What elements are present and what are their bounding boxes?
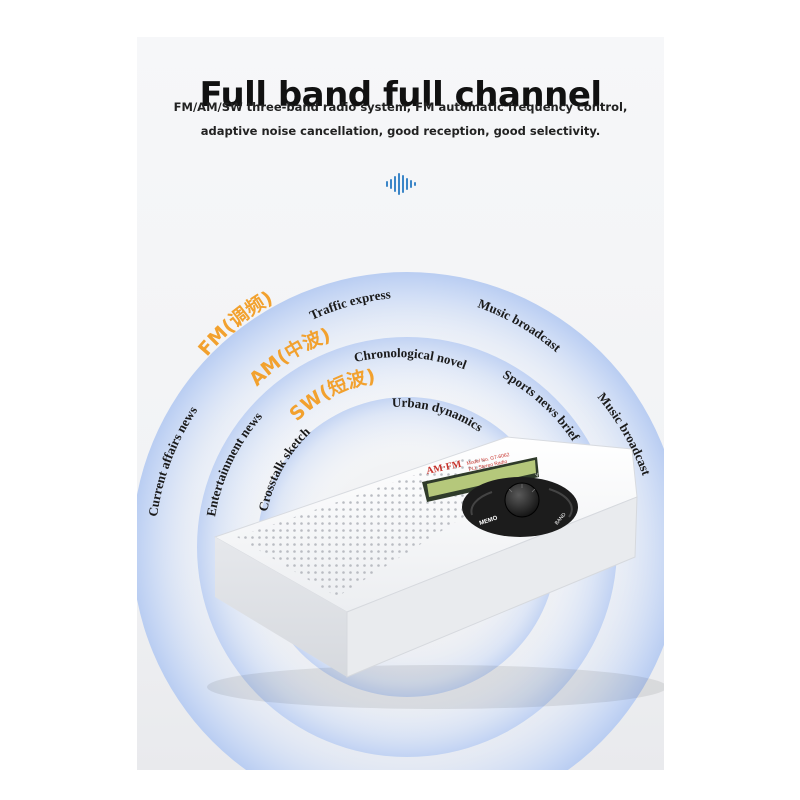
headline: Full band full channel — [199, 75, 602, 115]
product-panel: Full band full channel FM/AM/SW three-ba… — [137, 37, 664, 770]
memo-button[interactable]: MEMO — [479, 515, 499, 527]
radio-device: AM·FM Model No. G7-6062 PLL Stereo Radio… — [207, 436, 664, 709]
subtitle-line-2: adaptive noise cancellation, good recept… — [200, 124, 601, 138]
radio-left-side — [215, 537, 347, 677]
subtitle-line-1: FM/AM/SW three-band radio system, FM aut… — [173, 100, 628, 114]
radio-front-side — [346, 496, 638, 678]
sound-wave-icon — [386, 173, 416, 195]
vol-button[interactable]: VOL — [535, 470, 547, 479]
tuning-knob[interactable] — [504, 482, 540, 518]
